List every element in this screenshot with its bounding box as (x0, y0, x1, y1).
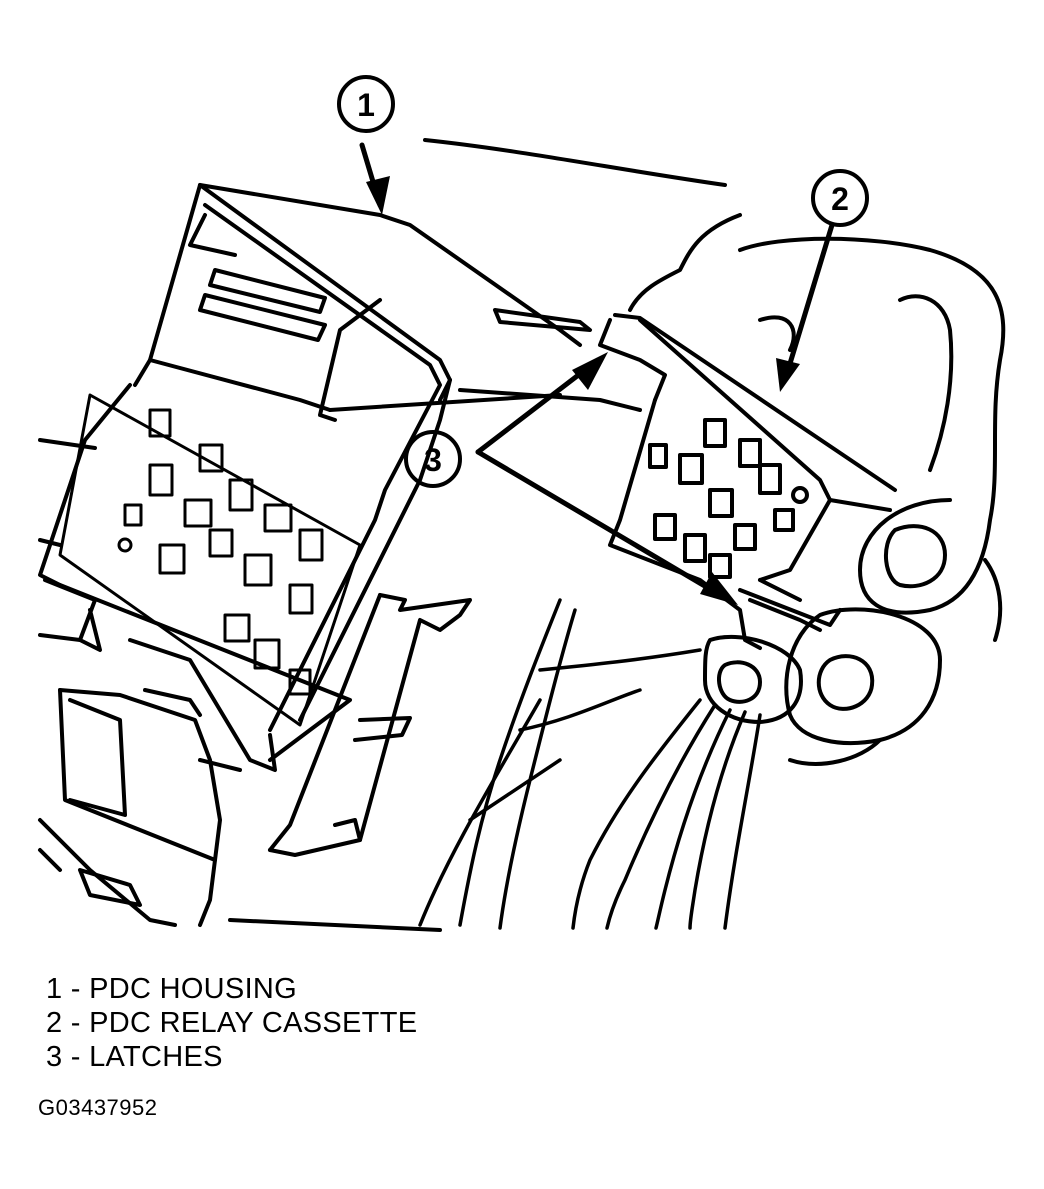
pdc-housing (38, 183, 642, 932)
callout-1-arrowhead (366, 176, 390, 215)
pdc-relay-cassette (598, 313, 897, 650)
callout-3-label: 3 (424, 442, 442, 478)
pdc-relay-cassette-illustration: 1 2 3 (38, 75, 1006, 932)
callout-1-label: 1 (357, 87, 375, 123)
legend-item-1: 1 - PDC HOUSING (46, 973, 298, 1005)
callout-3-arrow-lower (475, 449, 728, 601)
callout-3-upper-arrowhead (572, 352, 608, 390)
legend-item-3: 3 - LATCHES (46, 1041, 223, 1073)
callout-2-circle (811, 169, 869, 227)
callout-1-circle (337, 75, 395, 133)
housing-terminal-grid (58, 393, 362, 727)
background-lines (38, 138, 742, 642)
legend: 1 - PDC HOUSING 2 - PDC RELAY CASSETTE 3… (46, 972, 417, 1074)
callout-2-arrow (782, 222, 835, 383)
callout-3-circle (404, 430, 462, 488)
callout-2-arrowhead (776, 358, 800, 392)
callout-circles (337, 75, 869, 488)
callout-labels: 1 2 3 (357, 87, 849, 478)
hand (703, 236, 1006, 766)
arrowheads (366, 176, 800, 605)
callout-2-label: 2 (831, 181, 849, 217)
wiring-harness (418, 598, 762, 930)
callout-3-lower-arrowhead (700, 572, 738, 605)
figure-id: G03437952 (38, 1095, 158, 1120)
legend-item-2: 2 - PDC RELAY CASSETTE (46, 1007, 418, 1039)
